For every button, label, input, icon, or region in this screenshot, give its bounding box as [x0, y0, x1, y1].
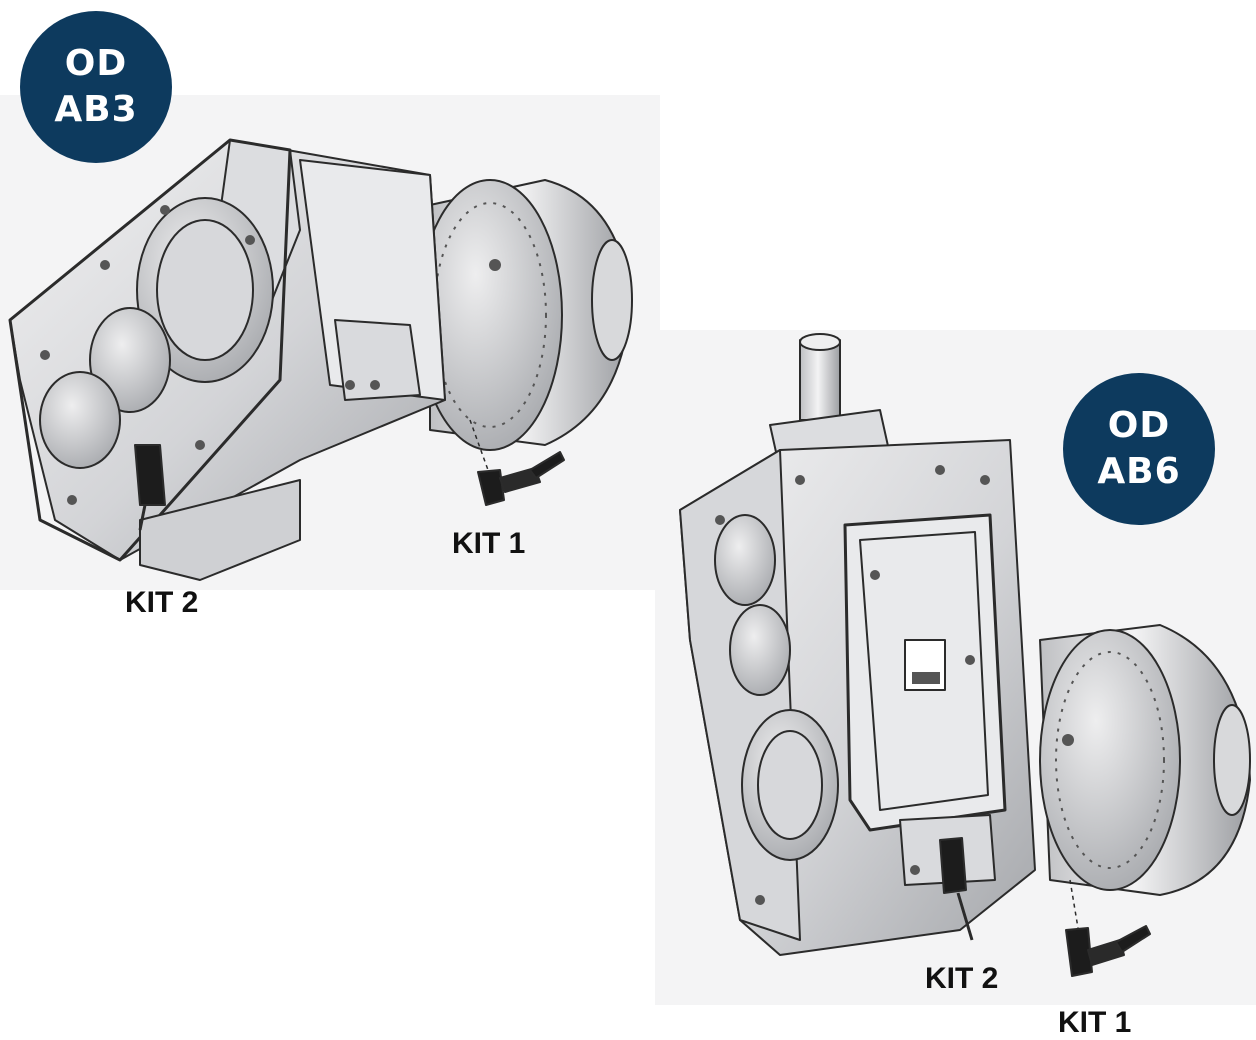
drain-valve-icon	[1065, 879, 1151, 977]
gearbox-ab6-drawing	[655, 330, 1256, 1005]
badge-line1: OD	[1107, 405, 1171, 446]
gearbox-ab3-drawing	[0, 95, 660, 590]
badge-line1: OD	[64, 43, 128, 84]
drain-valve-icon	[469, 419, 565, 506]
badge-line2: AB3	[54, 89, 138, 130]
callout-kit2-ab3: KIT 2	[125, 586, 199, 619]
callout-kit1-ab3: KIT 1	[452, 527, 526, 560]
badge-line2: AB6	[1097, 451, 1181, 492]
model-badge-ab6: OD AB6	[1063, 373, 1215, 525]
callout-kit2-ab6: KIT 2	[925, 962, 999, 995]
callout-kit1-ab6: KIT 1	[1058, 1006, 1132, 1039]
drain-valve-icon	[134, 444, 166, 531]
model-badge-ab3: OD AB3	[20, 11, 172, 163]
drain-valve-icon	[939, 837, 974, 941]
